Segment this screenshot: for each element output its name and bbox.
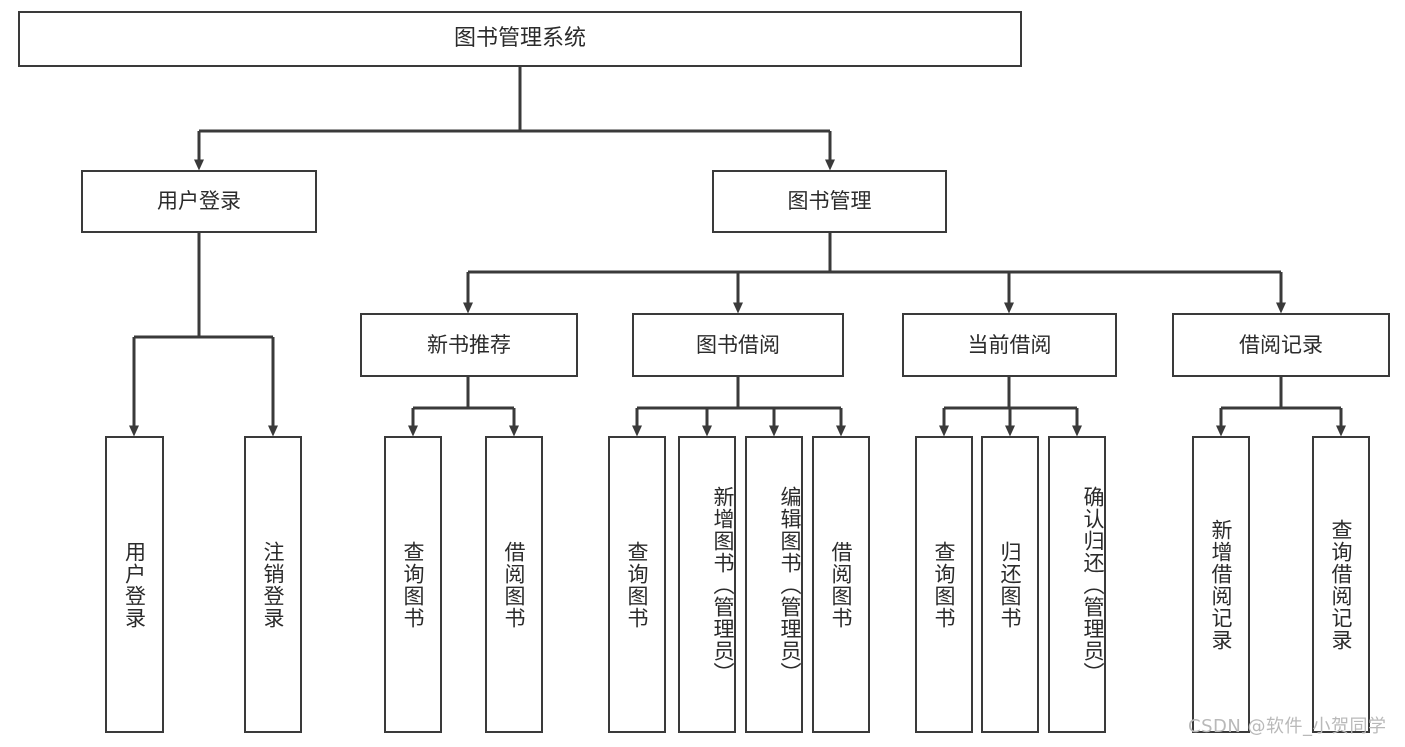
leaf-borrow-book-borrow[interactable]: 借阅图书 [812,436,870,733]
leaf-logout-login[interactable]: 注销登录 [244,436,302,733]
leaf-add-borrow-record[interactable]: 新增借阅记录 [1192,436,1250,733]
node-user-login[interactable]: 用户登录 [81,170,317,233]
leaf-query-book-current[interactable]: 查询图书 [915,436,973,733]
node-book-borrow[interactable]: 图书借阅 [632,313,844,377]
node-root-book-management-system[interactable]: 图书管理系统 [18,11,1022,67]
leaf-user-login[interactable]: 用户登录 [105,436,164,733]
node-current-borrow[interactable]: 当前借阅 [902,313,1117,377]
csdn-watermark: CSDN @软件_小贺同学 [1188,716,1387,737]
leaf-return-book[interactable]: 归还图书 [981,436,1039,733]
leaf-borrow-book-recommend[interactable]: 借阅图书 [485,436,543,733]
node-borrow-record[interactable]: 借阅记录 [1172,313,1390,377]
leaf-query-book-recommend[interactable]: 查询图书 [384,436,442,733]
node-book-manage[interactable]: 图书管理 [712,170,947,233]
node-new-book-recommend[interactable]: 新书推荐 [360,313,578,377]
leaf-edit-book-admin[interactable]: 编辑图书（管理员） [745,436,803,733]
leaf-query-borrow-record[interactable]: 查询借阅记录 [1312,436,1370,733]
leaf-confirm-return-admin[interactable]: 确认归还（管理员） [1048,436,1106,733]
leaf-add-book-admin[interactable]: 新增图书（管理员） [678,436,736,733]
leaf-query-book-borrow[interactable]: 查询图书 [608,436,666,733]
